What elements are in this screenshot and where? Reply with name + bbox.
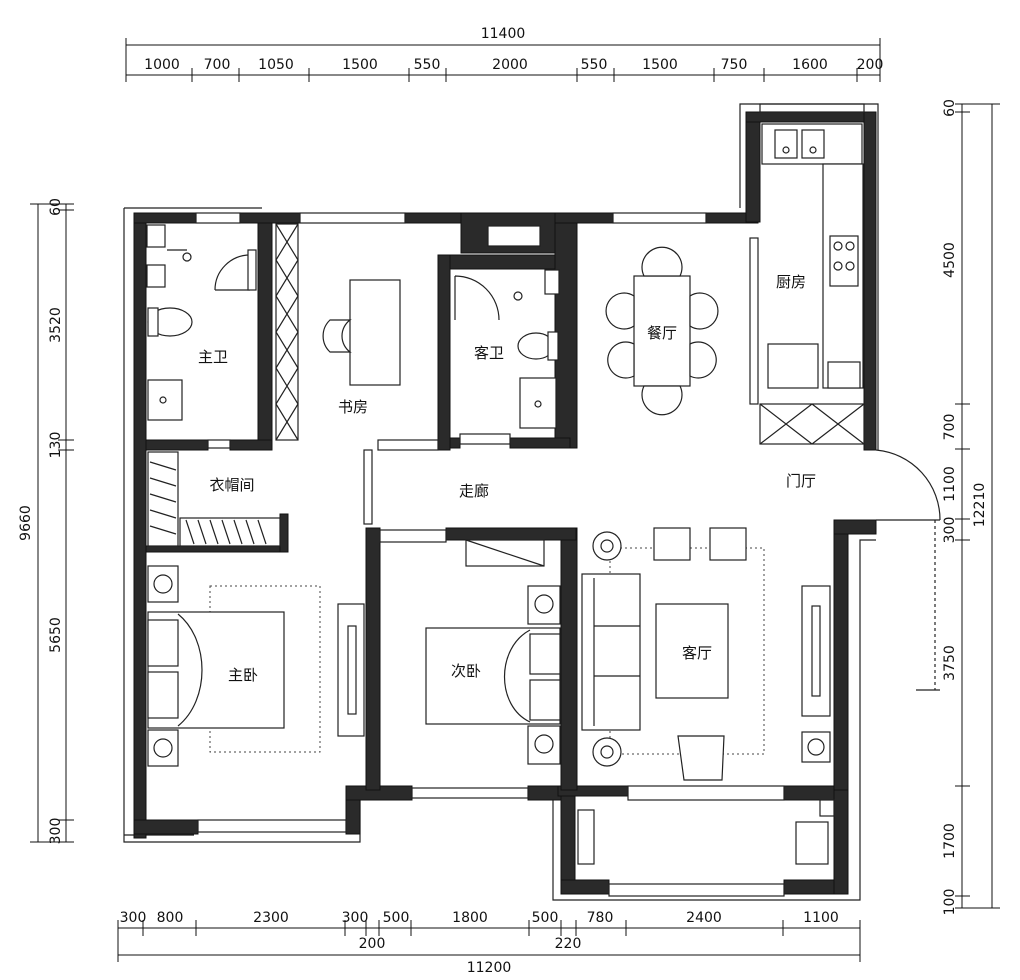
- top-seg-9: 1600: [792, 57, 828, 73]
- room-labels: 主卫 书房 客卫 餐厅 厨房 衣帽间 走廊 门厅 主卧 次卧 客厅: [198, 273, 816, 684]
- windows: [195, 103, 865, 897]
- top-seg-5: 2000: [492, 57, 528, 73]
- room-label-master-bedroom: 主卧: [228, 666, 258, 684]
- left-dimension-line: 9660 60 3520 130 5650 300: [18, 198, 74, 844]
- room-label-master-bath: 主卫: [198, 348, 228, 366]
- left-seg-0: 60: [48, 198, 64, 216]
- bottom-row2-seg-0: 200: [359, 936, 386, 952]
- living-room-furniture: [581, 527, 831, 781]
- room-label-living-room: 客厅: [682, 644, 712, 662]
- bottom-seg-9: 1100: [803, 910, 839, 926]
- top-seg-10: 200: [857, 57, 884, 73]
- left-seg-3: 5650: [48, 617, 64, 653]
- right-seg-6: 1700: [942, 823, 958, 859]
- bottom-seg-0: 300: [120, 910, 147, 926]
- bottom-seg-4: 500: [383, 910, 410, 926]
- dining-table: [605, 246, 719, 416]
- room-label-corridor: 走廊: [459, 482, 489, 500]
- room-label-study: 书房: [338, 398, 368, 416]
- left-seg-2: 130: [48, 432, 64, 459]
- room-label-foyer: 门厅: [786, 472, 816, 490]
- right-seg-7: 100: [942, 889, 958, 916]
- left-seg-1: 3520: [48, 307, 64, 343]
- room-label-kitchen: 厨房: [776, 273, 806, 291]
- bottom-seg-3: 300: [342, 910, 369, 926]
- top-seg-1: 700: [204, 57, 231, 73]
- bottom-row2-seg-1: 220: [555, 936, 582, 952]
- top-seg-8: 750: [721, 57, 748, 73]
- guest-bath-fixtures: [513, 269, 560, 429]
- master-bath-fixtures: [146, 224, 257, 421]
- right-seg-2: 700: [942, 414, 958, 441]
- room-label-second-bedroom: 次卧: [451, 662, 481, 680]
- right-seg-3: 1100: [942, 466, 958, 502]
- bottom-seg-2: 2300: [253, 910, 289, 926]
- cloakroom-fixtures: [147, 451, 281, 547]
- walls: [133, 111, 877, 895]
- bottom-seg-8: 2400: [686, 910, 722, 926]
- right-dimension-line: 12210 60 4500 700 1100 300 3750 1700 100: [942, 99, 1000, 915]
- top-seg-4: 550: [414, 57, 441, 73]
- bottom-seg-1: 800: [157, 910, 184, 926]
- right-seg-1: 4500: [942, 242, 958, 278]
- master-bedroom-furniture: [147, 565, 365, 767]
- second-bedroom-furniture: [425, 539, 561, 765]
- exterior-outline: [123, 103, 879, 901]
- bottom-seg-7: 780: [587, 910, 614, 926]
- bottom-dimension-line: 300 800 2300 300 500 1800 500 780 2400 1…: [117, 910, 861, 976]
- left-total-label: 9660: [18, 505, 34, 541]
- bottom-seg-6: 500: [532, 910, 559, 926]
- room-label-dining: 餐厅: [647, 324, 677, 342]
- top-seg-7: 1500: [642, 57, 678, 73]
- room-label-cloakroom: 衣帽间: [209, 476, 254, 494]
- doors: [207, 237, 941, 691]
- study-furniture: [275, 223, 401, 441]
- kitchen-fixtures: [759, 123, 865, 445]
- top-dimension-line: 11400 1000 700 1050 1500 550 2000 550 15…: [125, 26, 884, 82]
- right-seg-0: 60: [942, 99, 958, 117]
- bottom-seg-5: 1800: [452, 910, 488, 926]
- room-label-guest-bath: 客卫: [474, 344, 504, 362]
- balcony-fixtures: [577, 799, 835, 865]
- top-seg-2: 1050: [258, 57, 294, 73]
- top-seg-6: 550: [581, 57, 608, 73]
- top-seg-3: 1500: [342, 57, 378, 73]
- top-total-label: 11400: [481, 26, 526, 42]
- right-total-label: 12210: [972, 483, 988, 528]
- bottom-total-label: 11200: [467, 960, 512, 976]
- right-seg-4: 300: [942, 517, 958, 544]
- left-seg-4: 300: [48, 818, 64, 845]
- right-seg-5: 3750: [942, 645, 958, 681]
- top-seg-0: 1000: [144, 57, 180, 73]
